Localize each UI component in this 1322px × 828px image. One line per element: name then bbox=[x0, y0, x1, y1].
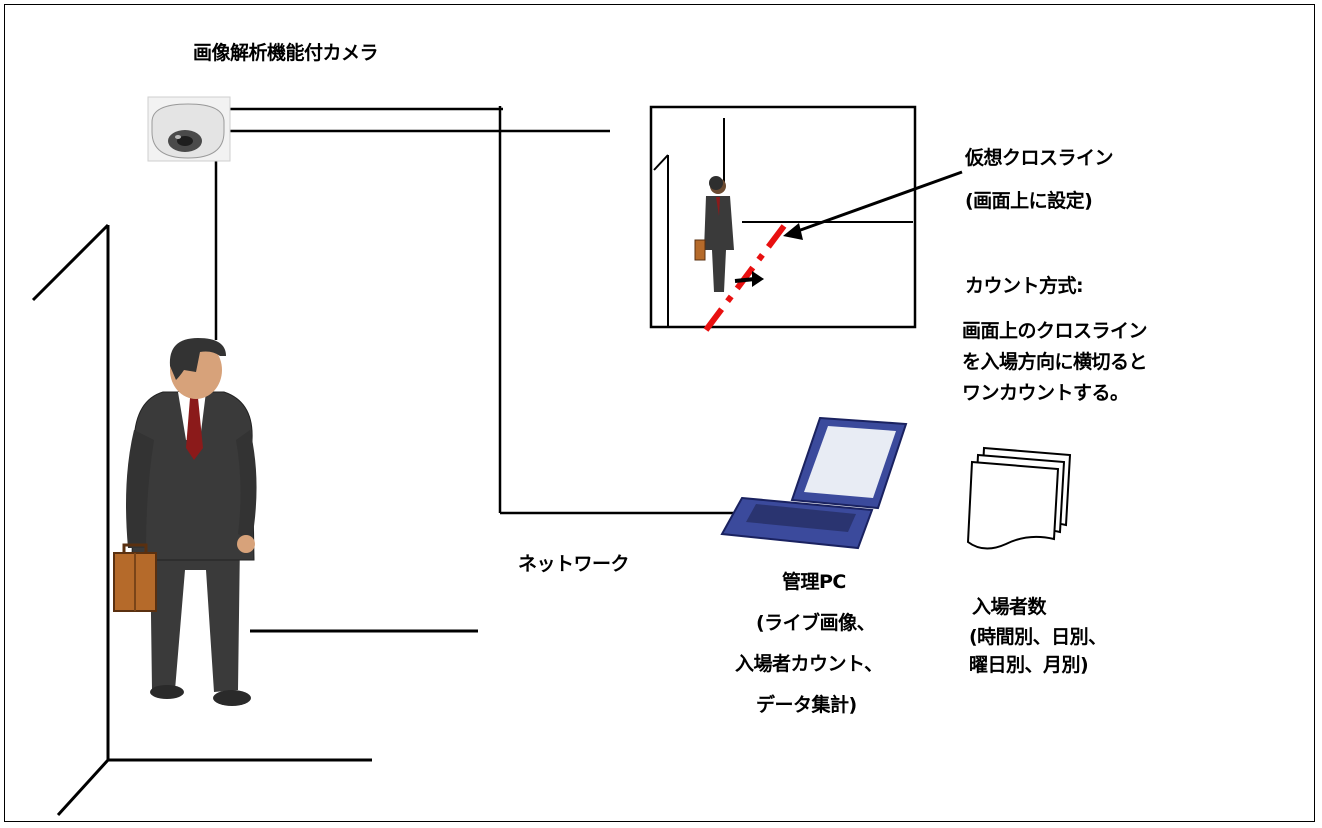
camera-screen-view bbox=[649, 105, 917, 332]
visitors-label-1: 入場者数 bbox=[972, 596, 1047, 618]
businessman-icon bbox=[113, 338, 257, 706]
virtual-line-label-1: 仮想クロスライン bbox=[965, 147, 1114, 169]
report-pages-icon bbox=[966, 446, 1072, 550]
count-method-title: カウント方式: bbox=[965, 275, 1084, 297]
pc-label-3: 入場者カウント、 bbox=[735, 653, 883, 675]
dome-camera-icon bbox=[147, 96, 231, 162]
pc-label-2: (ライブ画像、 bbox=[756, 612, 876, 634]
pc-label-4: データ集計) bbox=[756, 694, 857, 716]
pc-label-1: 管理PC bbox=[782, 571, 846, 593]
virtual-line-label-2: (画面上に設定) bbox=[965, 190, 1093, 212]
camera-label: 画像解析機能付カメラ bbox=[193, 42, 379, 64]
count-method-line-1: 画面上のクロスライン bbox=[962, 320, 1148, 342]
annotation-arrow bbox=[783, 170, 963, 240]
room-outline bbox=[31, 223, 478, 817]
network-cables bbox=[210, 106, 760, 515]
visitors-label-3: 曜日別、月別) bbox=[969, 654, 1089, 676]
laptop-icon bbox=[720, 416, 908, 550]
virtual-cross-line bbox=[703, 220, 790, 332]
network-label: ネットワーク bbox=[518, 553, 630, 575]
count-method-line-2: を入場方向に横切ると bbox=[962, 351, 1148, 373]
count-method-line-3: ワンカウントする。 bbox=[962, 382, 1129, 404]
small-person-icon bbox=[694, 176, 734, 292]
visitors-label-2: (時間別、日別、 bbox=[969, 626, 1107, 648]
diagram-frame bbox=[4, 4, 1315, 822]
